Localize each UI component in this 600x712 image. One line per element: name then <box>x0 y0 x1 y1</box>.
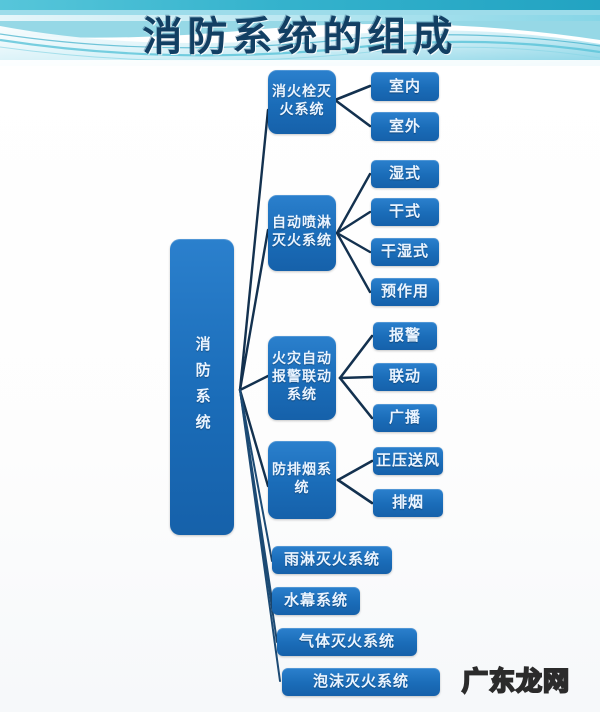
node-branch-deluge[interactable]: 雨淋灭火系统 <box>272 546 392 574</box>
node-leaf-broadcast[interactable]: 广播 <box>373 404 437 432</box>
node-root[interactable]: 消防系统 <box>170 239 234 535</box>
header-decoration-svg <box>0 0 600 66</box>
node-leaf-alarm[interactable]: 报警 <box>373 322 437 350</box>
connector-lines <box>238 84 374 682</box>
watermark: 广东龙网 <box>461 666 571 698</box>
node-branch-sprinkler[interactable]: 自动喷淋灭火系统 <box>268 195 336 271</box>
node-leaf-linkage[interactable]: 联动 <box>373 363 437 391</box>
node-leaf-preaction[interactable]: 预作用 <box>371 278 439 306</box>
node-leaf-exhaust[interactable]: 排烟 <box>373 489 443 517</box>
node-branch-smoke[interactable]: 防排烟系统 <box>268 441 336 519</box>
node-branch-water-curtain[interactable]: 水幕系统 <box>272 587 360 615</box>
node-branch-foam[interactable]: 泡沫灭火系统 <box>282 668 440 696</box>
page-title: 消防系统的组成 <box>142 13 458 60</box>
node-leaf-outdoor[interactable]: 室外 <box>371 112 439 141</box>
header-banner: 消防系统的组成 <box>0 0 600 66</box>
node-leaf-dry-wet[interactable]: 干湿式 <box>371 238 439 266</box>
node-branch-alarm[interactable]: 火灾自动报警联动系统 <box>268 336 336 420</box>
node-leaf-wet[interactable]: 湿式 <box>371 160 439 188</box>
node-leaf-positive-pressure[interactable]: 正压送风 <box>373 447 443 475</box>
node-branch-gas[interactable]: 气体灭火系统 <box>277 628 417 656</box>
node-branch-hydrant[interactable]: 消火栓灭火系统 <box>268 70 336 134</box>
node-leaf-dry[interactable]: 干式 <box>371 198 439 226</box>
diagram-canvas: 消防系统 消火栓灭火系统 室内 室外 自动喷淋灭火系统 湿式 干式 干湿式 预作… <box>0 66 600 712</box>
node-leaf-indoor[interactable]: 室内 <box>371 72 439 101</box>
